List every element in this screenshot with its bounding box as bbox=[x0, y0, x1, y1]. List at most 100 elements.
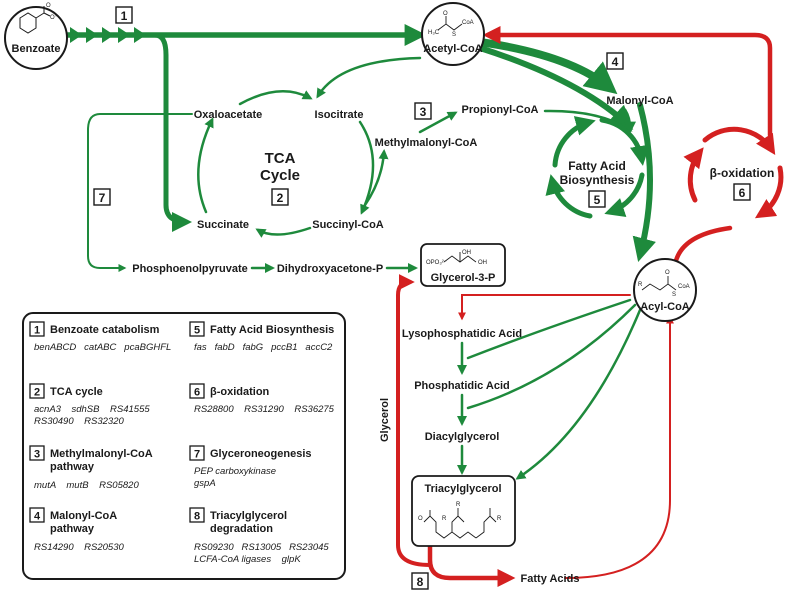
chem-o: O bbox=[46, 3, 51, 9]
label-lysophosphatidic-acid: Lysophosphatidic Acid bbox=[402, 328, 522, 340]
pathway-number-2: 2 bbox=[271, 188, 289, 206]
chevron-5 bbox=[134, 27, 146, 43]
label-glycerol: Glycerol bbox=[379, 398, 391, 442]
label-propionyl-coa: Propionyl-CoA bbox=[462, 104, 539, 116]
label-acetyl-coa: Acetyl-CoA bbox=[423, 43, 482, 55]
legend-number-box bbox=[189, 321, 205, 337]
pathway-number-6: 6 bbox=[733, 183, 751, 201]
arrow-acyl-betaox bbox=[672, 225, 733, 268]
legend-number-box bbox=[29, 507, 45, 523]
label-dihydroxyacetone-p: Dihydroxyacetone-P bbox=[277, 263, 383, 275]
legend-number-box bbox=[29, 445, 45, 461]
legend-genes: benABCD catABC pcaBGHFL bbox=[34, 342, 171, 353]
legend-genes: RS28800 RS31290 RS36275 bbox=[194, 404, 335, 415]
pathway-number-4: 4 bbox=[606, 52, 624, 70]
chem-o-acetyl: O bbox=[443, 11, 448, 17]
arrow-acyl-phosphatidic bbox=[466, 303, 637, 410]
carboxylate-icon bbox=[35, 6, 51, 19]
chem-o-minus: O⁻ bbox=[50, 15, 58, 21]
pathway-number-1: 1 bbox=[115, 6, 133, 24]
acyl-structure-icon bbox=[641, 276, 677, 291]
legend-number: 8 bbox=[194, 511, 200, 523]
arrow-methylmalonyl-propionyl bbox=[418, 111, 458, 134]
legend-genes: PEP carboxykinase bbox=[194, 466, 276, 477]
label-benzoate: Benzoate bbox=[12, 43, 61, 55]
legend-title-line2: pathway bbox=[50, 461, 95, 473]
label-phosphatidic-acid: Phosphatidic Acid bbox=[414, 380, 510, 392]
node-glycerol-3-p: OPO₃²⁻ OH OH Glycerol-3-P bbox=[420, 243, 506, 287]
chevron-2 bbox=[86, 27, 98, 43]
chevron-3 bbox=[102, 27, 114, 43]
legend-genes: RS14290 RS20530 bbox=[34, 542, 125, 553]
label-tca-line2: Cycle bbox=[260, 167, 300, 184]
legend-title: Glyceroneogenesis bbox=[210, 448, 312, 460]
legend-number: 2 bbox=[34, 387, 40, 399]
chem-r-tag-2: R bbox=[456, 502, 461, 508]
label-phosphoenolpyruvate: Phosphoenolpyruvate bbox=[132, 263, 248, 275]
label-fab-line1: Fatty Acid bbox=[568, 159, 626, 173]
svg-text:5: 5 bbox=[594, 193, 601, 207]
chem-s-acetyl: S bbox=[452, 32, 456, 38]
legend-genes: gspA bbox=[194, 478, 216, 489]
arrow-benzoate-succinate bbox=[152, 32, 192, 232]
legend-genes: RS30490 RS32320 bbox=[34, 416, 125, 427]
label-fab-line2: Biosynthesis bbox=[560, 173, 635, 187]
label-triacylglycerol: Triacylglycerol bbox=[424, 483, 501, 495]
label-fatty-acids: Fatty Acids bbox=[521, 573, 580, 585]
label-malonyl-coa: Malonyl-CoA bbox=[606, 95, 673, 107]
red-pathway-arrows bbox=[396, 26, 784, 587]
chem-o-tag-1: O bbox=[418, 516, 423, 522]
legend-title-line2: pathway bbox=[50, 523, 95, 535]
arrow-acyl-g3p-line bbox=[458, 294, 631, 321]
chem-r-tag-3: R bbox=[497, 516, 502, 522]
pathway-number-5: 5 bbox=[588, 190, 606, 208]
label-succinate: Succinate bbox=[197, 219, 249, 231]
label-glycerol-3-p: Glycerol-3-P bbox=[431, 272, 496, 284]
tca-arc-succinyl-succinate bbox=[255, 226, 312, 238]
label-diacylglycerol: Diacylglycerol bbox=[425, 431, 500, 443]
arrow-glycerol-g3p bbox=[396, 274, 432, 567]
node-benzoate: O O⁻ Benzoate bbox=[4, 3, 68, 70]
chem-opo3: OPO₃²⁻ bbox=[426, 260, 447, 266]
label-beta-oxidation: β-oxidation bbox=[710, 166, 775, 180]
beta-ox-arc-left bbox=[683, 147, 704, 203]
svg-text:4: 4 bbox=[612, 55, 619, 69]
chevron-4 bbox=[118, 27, 130, 43]
beta-ox-arc-right bbox=[754, 165, 784, 219]
chem-r-acyl: R bbox=[638, 282, 643, 288]
beta-ox-arc-top bbox=[702, 126, 776, 156]
chem-coa-acetyl: CoA bbox=[462, 20, 474, 26]
chevron-1 bbox=[70, 27, 82, 43]
g3p-structure-icon bbox=[443, 252, 477, 263]
fab-cycle-arc-2 bbox=[599, 117, 650, 166]
label-oxaloacetate: Oxaloacetate bbox=[194, 109, 262, 121]
legend-number-box bbox=[29, 383, 45, 399]
legend-number: 6 bbox=[194, 387, 200, 399]
chem-oh-1: OH bbox=[462, 250, 471, 256]
arrow-betaox-acetyl bbox=[482, 26, 773, 138]
pathway-number-boxes: 1 2 3 4 5 6 7 8 bbox=[93, 6, 751, 590]
legend-number-box bbox=[189, 445, 205, 461]
label-methylmalonyl-coa: Methylmalonyl-CoA bbox=[375, 137, 478, 149]
legend-genes: LCFA-CoA ligases glpK bbox=[194, 554, 301, 565]
chem-oh-2: OH bbox=[478, 260, 487, 266]
svg-text:8: 8 bbox=[417, 575, 424, 589]
arrow-acyl-lyso bbox=[466, 298, 632, 360]
legend-number: 4 bbox=[34, 511, 41, 523]
pathway-number-3: 3 bbox=[414, 102, 432, 120]
legend-title: Triacylglycerol bbox=[210, 510, 287, 522]
label-tca-line1: TCA bbox=[265, 150, 296, 167]
arrow-fattyacids-acylcoa bbox=[564, 315, 674, 579]
svg-text:1: 1 bbox=[121, 9, 128, 23]
tag-structure-icon bbox=[423, 508, 497, 539]
arrow-acetyl-fab bbox=[477, 45, 634, 130]
chem-o-acyl: O bbox=[665, 270, 670, 276]
legend-genes: RS09230 RS13005 RS23045 bbox=[194, 542, 329, 553]
acetyl-structure-icon bbox=[437, 16, 463, 31]
pathway-number-8: 8 bbox=[411, 572, 429, 590]
